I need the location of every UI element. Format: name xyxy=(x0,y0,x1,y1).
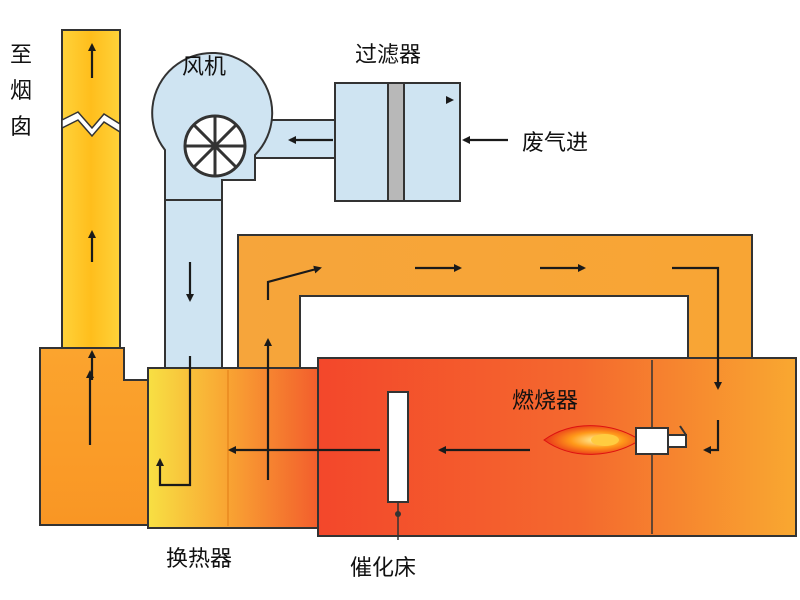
chimney-stack xyxy=(61,29,121,381)
label-filter: 过滤器 xyxy=(355,43,421,68)
label-chimney-1: 至 xyxy=(10,43,32,68)
break-mark-icon xyxy=(61,111,121,138)
heat-exchanger xyxy=(147,367,324,529)
label-chimney: 至 烟 囱 xyxy=(10,43,39,140)
label-inlet: 废气进 xyxy=(522,131,588,156)
label-fan: 风机 xyxy=(182,55,226,80)
burner xyxy=(543,425,687,455)
burner-nozzle-icon xyxy=(635,425,687,455)
flow-arrow-icon xyxy=(703,420,720,454)
label-heat-exchanger: 换热器 xyxy=(166,547,232,572)
filter-box xyxy=(334,82,461,202)
combustion-chamber xyxy=(317,357,797,540)
flow-arrows xyxy=(86,43,722,487)
labels: 至 烟 囱 风机 过滤器 废气进 燃烧器 换热器 催化床 xyxy=(10,43,588,581)
label-chimney-3: 囱 xyxy=(10,115,32,140)
orange-loop-duct xyxy=(237,234,753,373)
base-housing xyxy=(39,347,151,526)
flow-arrow-icon xyxy=(266,265,322,300)
flow-arrow-icon xyxy=(156,356,192,487)
fan-icon xyxy=(183,114,247,178)
flow-arrow-icon xyxy=(672,266,722,390)
fan-housing xyxy=(151,51,274,201)
label-catalyst-bed: 催化床 xyxy=(350,556,416,581)
label-burner: 燃烧器 xyxy=(512,389,578,414)
catalyst-bed-element xyxy=(387,391,409,503)
label-chimney-2: 烟 xyxy=(10,79,32,104)
